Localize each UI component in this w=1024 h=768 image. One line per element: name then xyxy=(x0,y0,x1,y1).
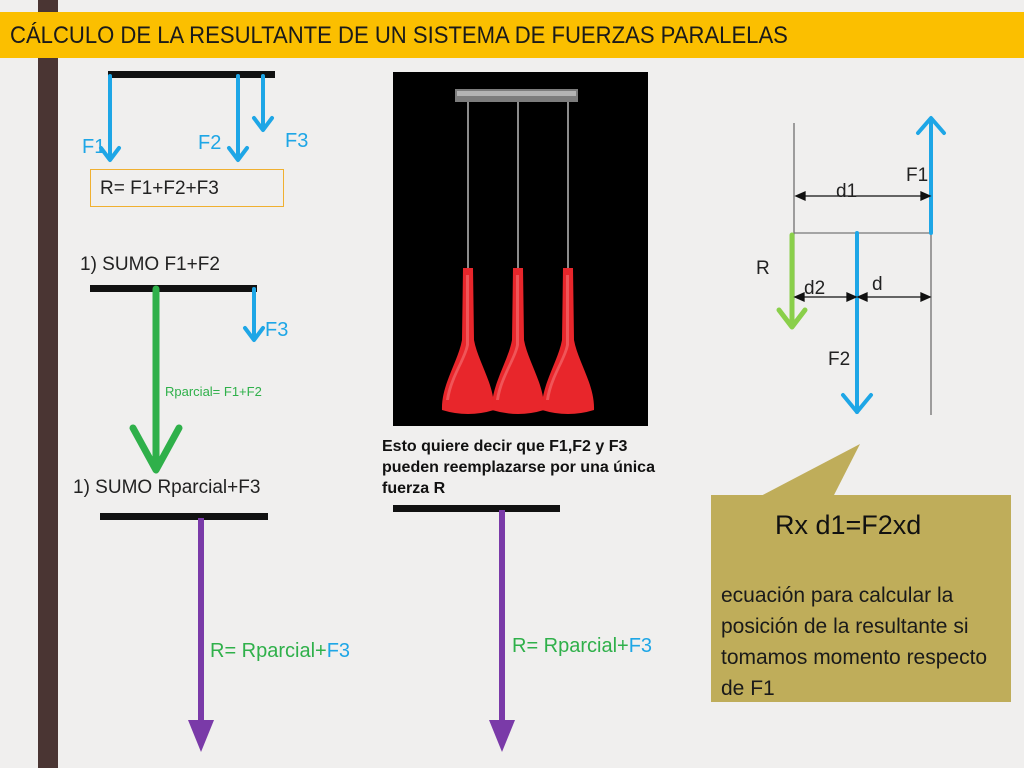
dimension-d1 xyxy=(794,190,932,202)
resultant-label-lamp: R= Rparcial+F3 xyxy=(512,635,653,657)
step-label-1: 1) SUMO F1+F2 xyxy=(80,254,220,275)
label-f1: F1 xyxy=(82,136,106,158)
label-f3: F3 xyxy=(285,130,309,152)
formula-box xyxy=(90,169,284,207)
formula-text: R= F1+F2+F3 xyxy=(100,178,219,199)
label-r: R xyxy=(756,258,770,279)
lamp-image xyxy=(393,72,648,426)
step-label-2: 1) SUMO Rparcial+F3 xyxy=(73,477,261,498)
page-title: CÁLCULO DE LA RESULTANTE DE UN SISTEMA D… xyxy=(10,22,788,49)
left-stripe xyxy=(38,0,58,768)
beam-1 xyxy=(108,71,275,78)
callout-pointer xyxy=(759,444,860,497)
beam-3 xyxy=(100,513,268,520)
callout-text: ecuación para calcular la posición de la… xyxy=(721,584,988,700)
partial-label: Rparcial= F1+F2 xyxy=(165,384,262,399)
lamp-note: Esto quiere decir que F1,F2 y F3 pueden … xyxy=(382,438,655,497)
resultant-label-3: R= Rparcial+F3 xyxy=(210,640,351,662)
dimension-d xyxy=(856,291,932,303)
label-d1: d1 xyxy=(836,181,858,202)
label-d: d xyxy=(872,274,883,295)
callout-box xyxy=(711,495,1011,702)
label-moment-f1: F1 xyxy=(906,165,929,186)
label-moment-f2: F2 xyxy=(828,349,851,370)
label-f2: F2 xyxy=(198,132,222,154)
callout-equation: Rx d1=F2xd xyxy=(775,510,922,540)
dimension-d2 xyxy=(793,291,858,303)
beam-4 xyxy=(393,505,560,512)
beam-2 xyxy=(90,285,257,292)
label-d2: d2 xyxy=(804,278,826,299)
title-bar xyxy=(0,12,1024,58)
label-f3-2: F3 xyxy=(265,319,289,341)
